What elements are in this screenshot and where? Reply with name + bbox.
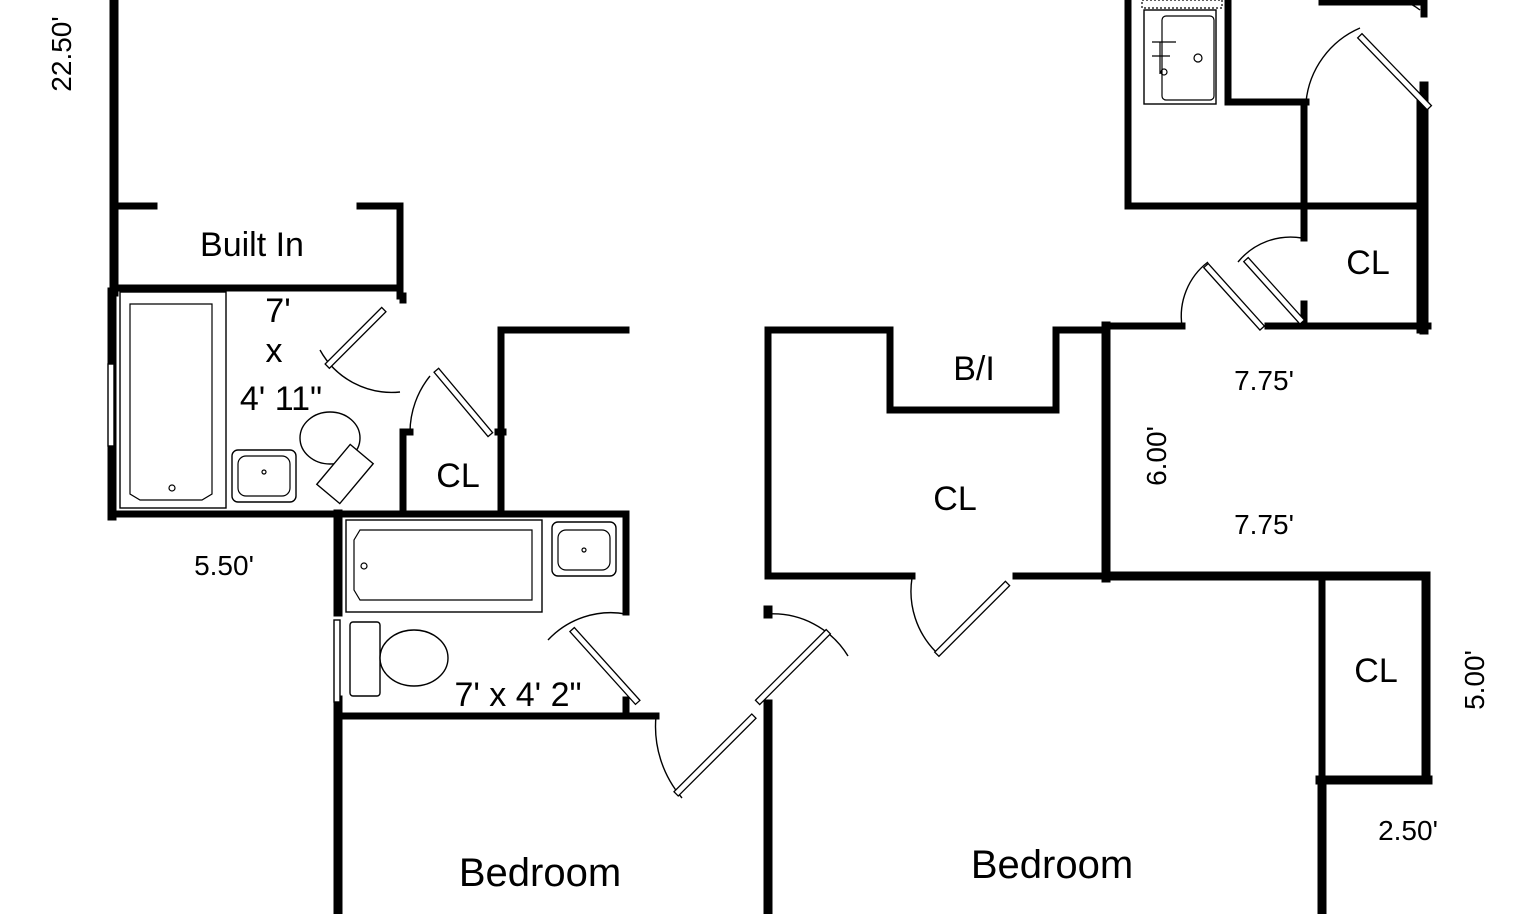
bath1-size-line2: x: [266, 332, 283, 370]
built-in-label: Built In: [200, 226, 304, 264]
bath1-size-line3: 4' 11": [240, 380, 322, 418]
bath2-size-label: 7' x 4' 2": [454, 676, 581, 714]
dim-bath1-width: 5.50': [194, 550, 254, 581]
closet-right-label: CL: [1354, 652, 1397, 690]
bedroom-right-label: Bedroom: [971, 843, 1133, 887]
closet-center-label: CL: [933, 480, 976, 518]
dim-closet-height: 5.00': [1459, 650, 1490, 710]
dim-hall-top: 7.75': [1234, 365, 1294, 396]
dim-hall-height: 6.00': [1141, 426, 1172, 486]
bath1-size-line1: 7': [265, 292, 290, 330]
dim-left-vertical: 22.50': [46, 16, 77, 91]
dimension-labels: 22.50' 5.50' 7.75' 7.75' 6.00' 5.00' 2.5…: [46, 16, 1490, 846]
bedroom-left-label: Bedroom: [459, 851, 621, 895]
closet-top-right-label: CL: [1346, 244, 1389, 282]
built-in-center-label: B/I: [953, 350, 995, 388]
dim-closet-width: 2.50': [1378, 815, 1438, 846]
fixtures: [107, 0, 1223, 703]
room-labels: Built In 7' x 4' 11" CL 7' x 4' 2" B/I C…: [200, 226, 1398, 895]
doors: [319, 0, 1433, 799]
closet-left-label: CL: [436, 457, 479, 495]
dim-hall-bottom: 7.75': [1234, 509, 1294, 540]
